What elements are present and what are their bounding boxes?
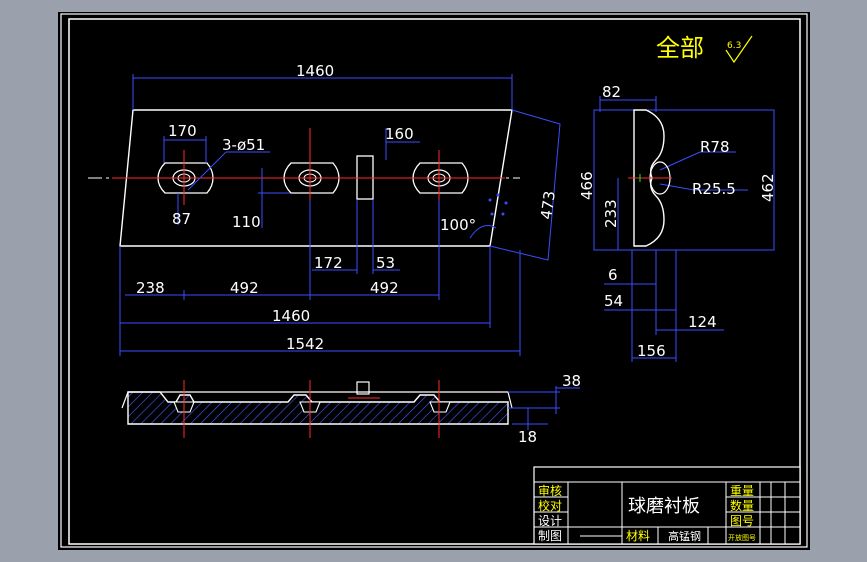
header-title: 全部 [656, 34, 704, 62]
tb-material-label: 材料 [626, 529, 650, 543]
title-block: 审核 校对 设计 制图 球磨衬板 材料 高锰钢 重量 数量 图号 开放图号 [533, 466, 801, 545]
dim-6: 6 [608, 266, 618, 284]
dim-overall-length-mid: 1460 [272, 307, 310, 325]
tb-material-value: 高锰钢 [668, 529, 701, 543]
dim-side-length: 473 [537, 190, 559, 221]
inner-frame [68, 18, 801, 545]
front-view: 1460 170 3-ø51 160 87 110 100° 473 238 4… [88, 62, 561, 356]
dim-slot-offset: 110 [232, 213, 261, 231]
dim-radius-outer: R78 [700, 138, 730, 156]
tb-draw: 制图 [538, 529, 562, 543]
dim-hole-spacing-1: 492 [230, 279, 259, 297]
dim-lifter-to-hole: 172 [314, 254, 343, 272]
section-top-outline [121, 391, 513, 409]
dim-156: 156 [637, 342, 666, 360]
section-view: 38 18 [121, 372, 581, 446]
dim-overall-length-top: 1460 [296, 62, 334, 80]
dim-edge-angle: 100° [440, 216, 476, 234]
dim-lifter-width: 160 [385, 125, 414, 143]
dim-holes: 3-ø51 [222, 136, 265, 154]
outer-frame [60, 13, 808, 548]
dim-side-height-right: 462 [759, 173, 777, 202]
tb-quantity: 数量 [730, 498, 754, 513]
dim-slot-height: 87 [172, 210, 191, 228]
roughness-symbol-icon [725, 35, 753, 64]
side-edge-outline [489, 109, 561, 261]
tb-review: 审核 [538, 483, 562, 498]
dim-section-height: 38 [562, 372, 581, 390]
dim-124: 124 [688, 313, 717, 331]
tb-drawing-no: 图号 [730, 514, 754, 528]
side-view: 82 466 462 233 R78 R25.5 6 54 124 156 [578, 83, 777, 362]
dim-side-height-left: 466 [578, 171, 596, 200]
dim-54: 54 [604, 292, 623, 310]
dim-radius-inner: R25.5 [692, 180, 736, 198]
tb-design: 设计 [538, 514, 562, 528]
section-lifter [356, 381, 370, 395]
dim-left-offset: 238 [136, 279, 165, 297]
drawing-sheet [58, 12, 810, 550]
dim-slot-width: 170 [168, 122, 197, 140]
dim-overall-length-bottom: 1542 [286, 335, 324, 353]
dim-hole-spacing-2: 492 [370, 279, 399, 297]
roughness-value: 6.3 [727, 41, 741, 51]
tb-proofread: 校对 [538, 498, 562, 513]
dim-side-top-width: 82 [602, 83, 621, 101]
dim-section-thickness: 18 [518, 428, 537, 446]
tb-small-note: 开放图号 [728, 533, 756, 542]
dim-groove-depth: 233 [602, 199, 620, 228]
dim-lifter-thickness: 53 [376, 254, 395, 272]
tb-weight: 重量 [730, 484, 754, 498]
tb-part-name: 球磨衬板 [628, 496, 700, 517]
